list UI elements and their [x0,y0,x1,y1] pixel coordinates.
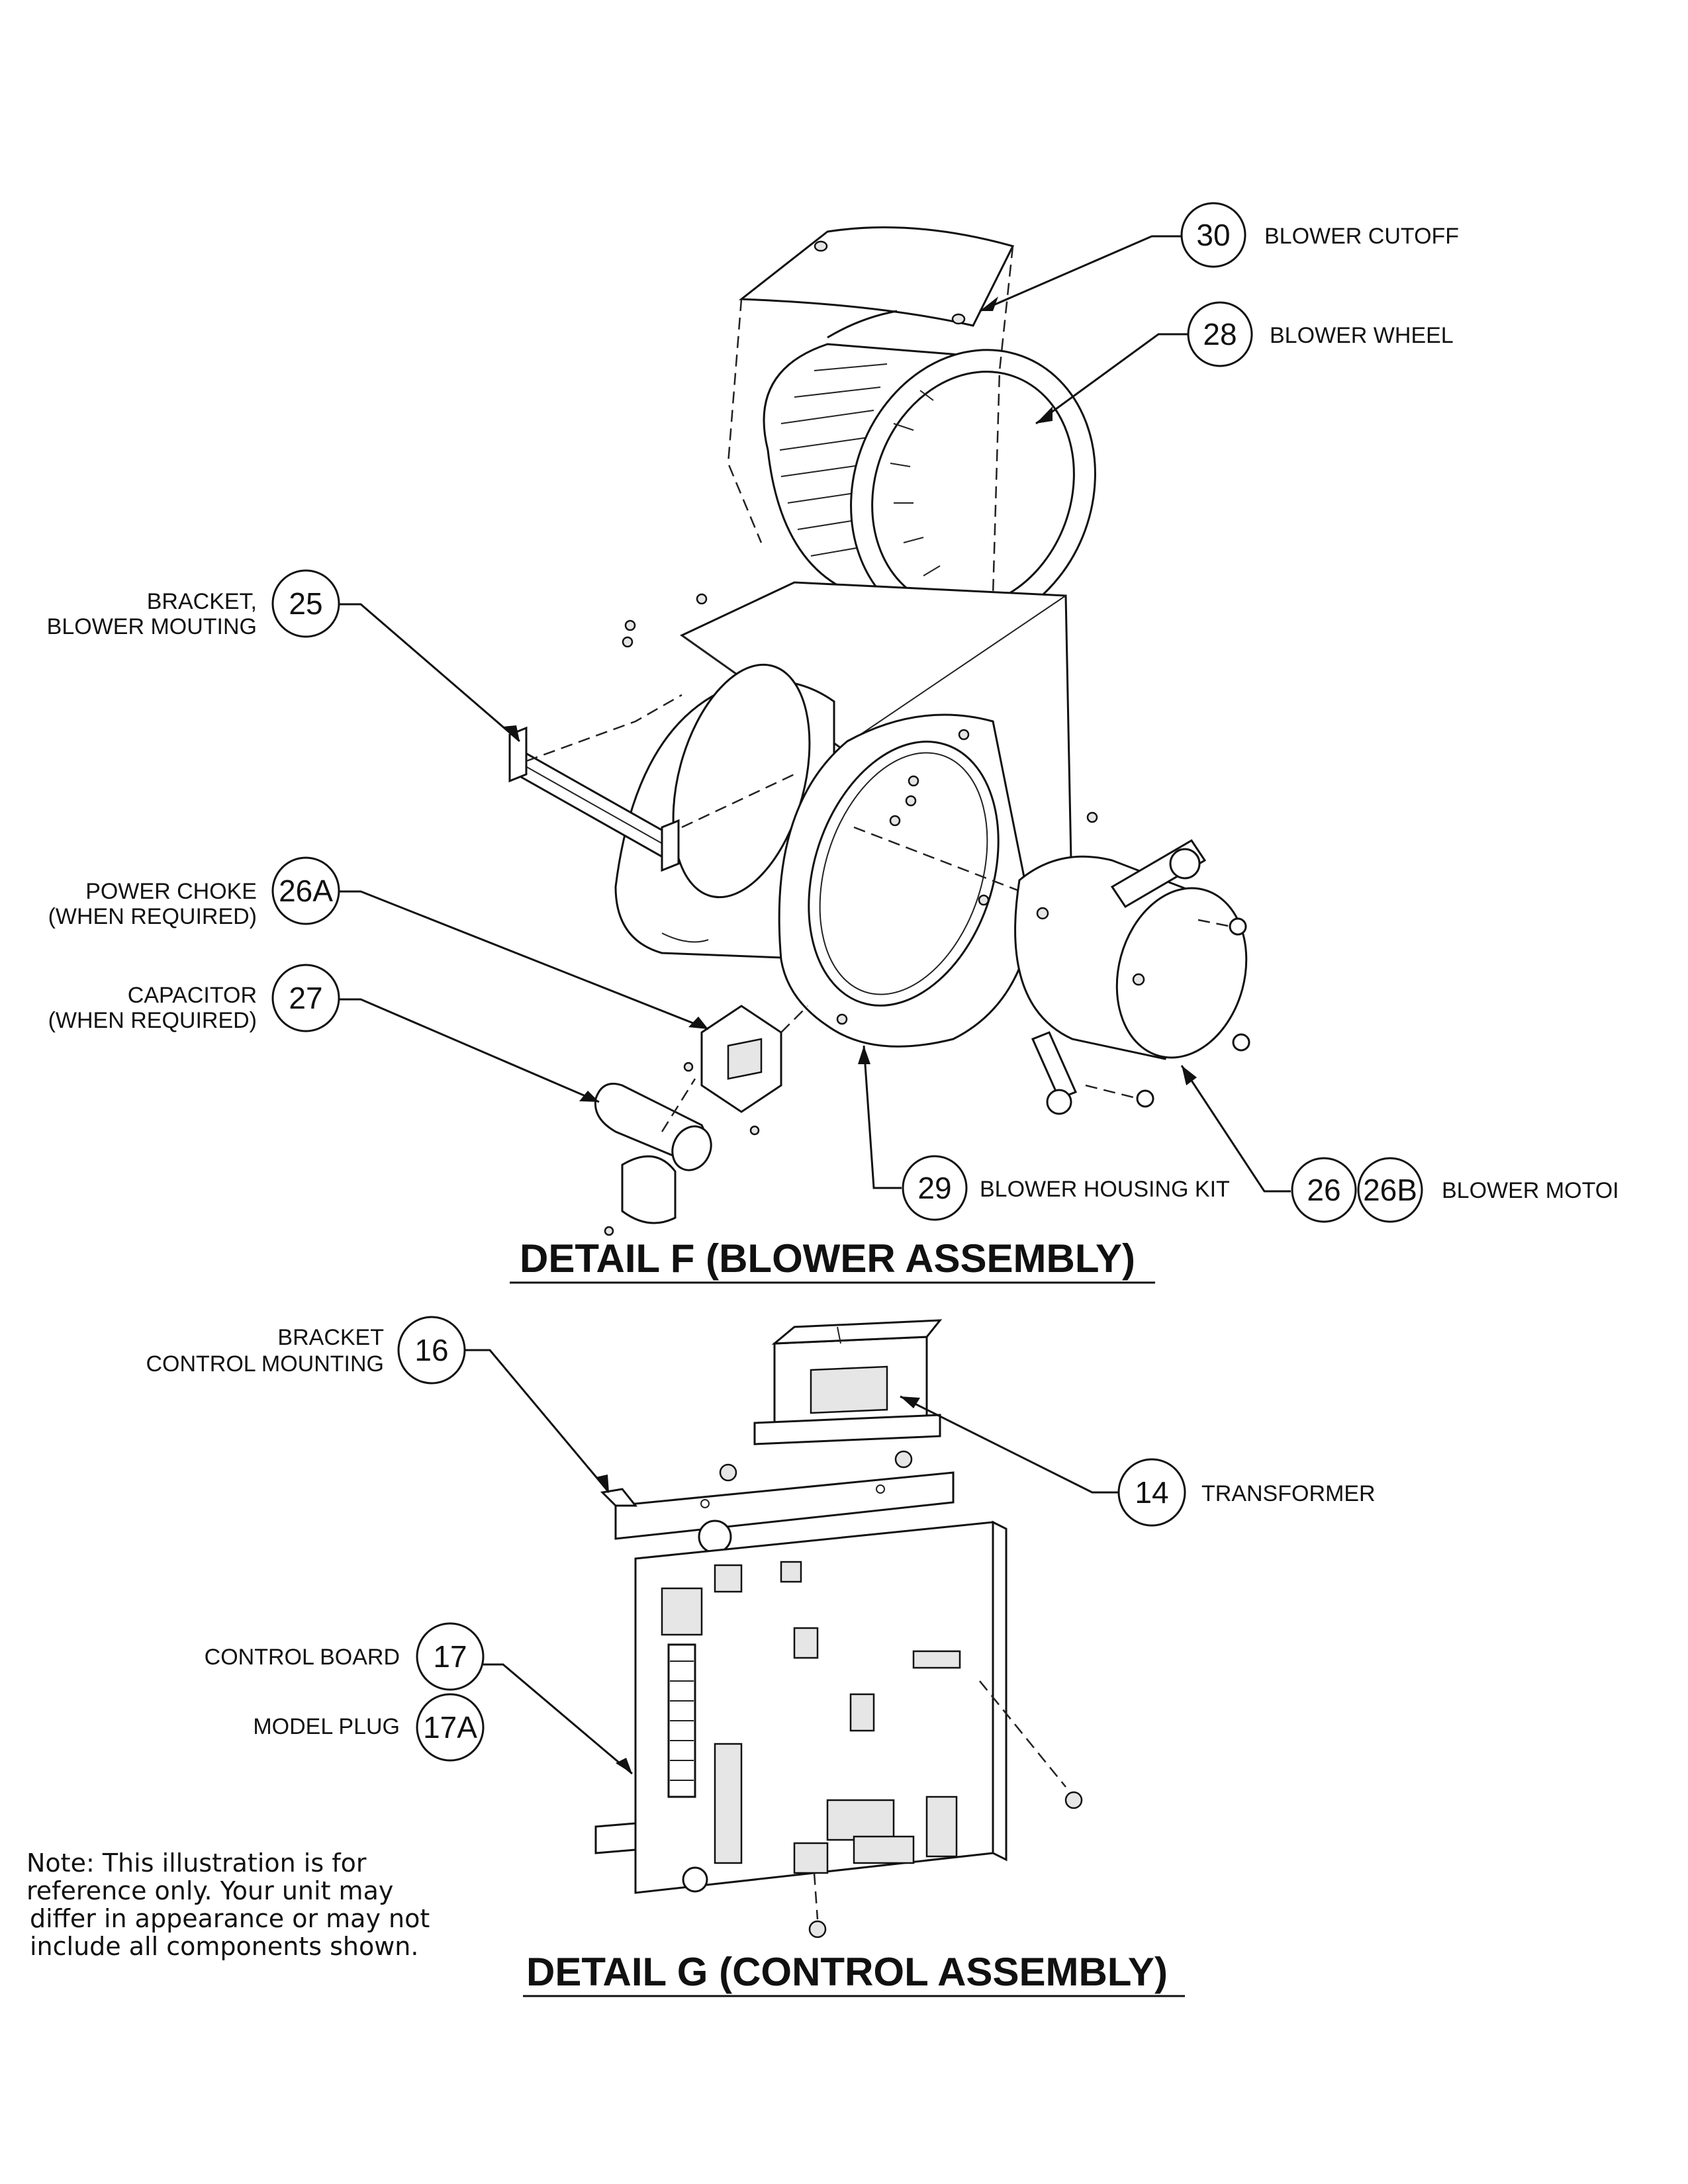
blower-cutoff-part [738,226,1015,339]
svg-text:17A: 17A [423,1710,477,1745]
detail-g-title: DETAIL G (CONTROL ASSEMBLY) [523,1950,1185,1997]
callout-17a: 17A MODEL PLUG [253,1693,485,1762]
blower-motor-part [853,826,1250,1115]
callout-28: 28 BLOWER WHEEL [1187,301,1454,367]
svg-text:29: 29 [917,1171,951,1205]
svg-text:16: 16 [414,1333,448,1367]
svg-text:26: 26 [1307,1173,1340,1207]
svg-text:reference only. Your unit may: reference only. Your unit may [26,1876,393,1905]
detail-f-title: DETAIL F (BLOWER ASSEMBLY) [510,1236,1155,1284]
callout-27: 27 CAPACITOR (WHEN REQUIRED) [48,964,340,1033]
control-board-part [594,1520,1083,1938]
mounting-screws [622,593,1098,823]
callout-17: 17 CONTROL BOARD [205,1622,485,1691]
svg-text:BRACKET,: BRACKET, [147,589,257,614]
callout-29: 29 BLOWER HOUSING KIT [902,1155,1230,1221]
detail-g-leaders [463,1349,1119,1775]
svg-text:DETAIL G (CONTROL ASSEMBLY): DETAIL G (CONTROL ASSEMBLY) [526,1950,1168,1994]
svg-text:28: 28 [1203,317,1237,351]
svg-text:CONTROL BOARD: CONTROL BOARD [205,1645,400,1670]
control-assembly-drawing [594,1319,1083,1938]
reference-note: Note: This illustration is for reference… [26,1848,430,1961]
callout-14: 14 TRANSFORMER [1117,1458,1376,1527]
blower-assembly-drawing [508,226,1250,1236]
callout-25: 25 BRACKET, BLOWER MOUTING [47,569,340,639]
svg-text:BLOWER MOUTING: BLOWER MOUTING [47,614,257,639]
callout-16: 16 BRACKET CONTROL MOUNTING [146,1316,466,1385]
svg-text:25: 25 [289,586,322,621]
svg-text:27: 27 [289,981,322,1015]
svg-text:DETAIL F (BLOWER ASSEMBLY): DETAIL F (BLOWER ASSEMBLY) [520,1236,1135,1281]
blower-wheel-part [763,343,1096,631]
svg-text:BRACKET: BRACKET [277,1325,384,1350]
callout-26-26b: 26 26B BLOWER MOTOI [1291,1157,1619,1223]
svg-text:BLOWER CUTOFF: BLOWER CUTOFF [1264,224,1459,249]
svg-text:14: 14 [1135,1475,1168,1510]
svg-text:BLOWER MOTOI: BLOWER MOTOI [1442,1178,1619,1203]
svg-text:POWER CHOKE: POWER CHOKE [85,879,257,904]
svg-text:BLOWER HOUSING KIT: BLOWER HOUSING KIT [980,1177,1230,1202]
capacitor-part [594,1078,712,1236]
callout-26a: 26A POWER CHOKE (WHEN REQUIRED) [48,856,340,929]
svg-text:CAPACITOR: CAPACITOR [128,983,257,1008]
callout-30: 30 BLOWER CUTOFF [1180,202,1459,268]
detail-f-leaders [339,235,1291,1193]
svg-text:30: 30 [1196,218,1230,252]
svg-text:BLOWER WHEEL: BLOWER WHEEL [1270,323,1454,348]
svg-text:(WHEN REQUIRED): (WHEN REQUIRED) [48,904,257,929]
blower-mounting-bracket-part [508,694,795,872]
svg-text:CONTROL MOUNTING: CONTROL MOUNTING [146,1351,384,1377]
svg-text:MODEL PLUG: MODEL PLUG [253,1714,400,1739]
svg-text:(WHEN REQUIRED): (WHEN REQUIRED) [48,1008,257,1033]
svg-text:26B: 26B [1363,1173,1417,1207]
svg-text:Note: This illustration is for: Note: This illustration is for [26,1848,367,1878]
blower-housing-part [614,581,1074,1048]
svg-text:17: 17 [433,1639,467,1674]
svg-text:include all components shown.: include all components shown. [30,1932,418,1961]
svg-text:TRANSFORMER: TRANSFORMER [1201,1481,1376,1506]
transformer-part [753,1319,943,1445]
svg-text:26A: 26A [279,874,333,908]
power-choke-part [683,1005,808,1136]
svg-text:differ in appearance or may no: differ in appearance or may not [30,1904,430,1933]
